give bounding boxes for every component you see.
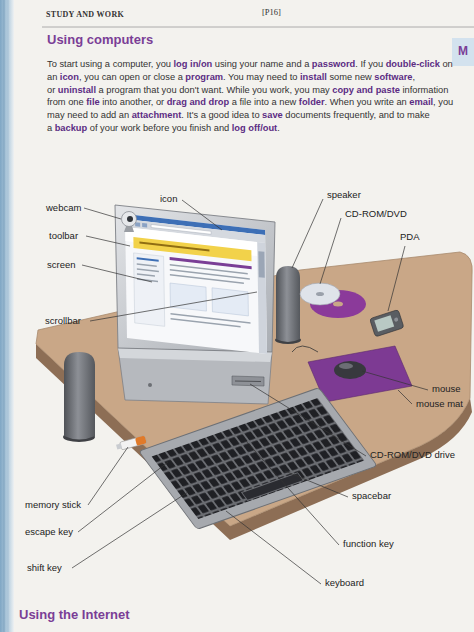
running-header: STUDY AND WORK — [46, 10, 124, 19]
body-text: a file into a new — [232, 97, 297, 107]
part-label: keyboard — [325, 578, 364, 589]
key-term: log in/on — [174, 59, 213, 69]
next-section-heading: Using the Internet — [19, 608, 130, 623]
screen-web-page — [125, 214, 267, 354]
monitor — [115, 205, 275, 354]
body-text: a program that you don't want. While you… — [99, 85, 330, 95]
part-label: function key — [343, 539, 394, 550]
key-term: software — [374, 72, 412, 82]
part-label: scrollbar — [45, 316, 81, 327]
key-term: double-click — [386, 59, 440, 69]
part-label: icon — [160, 194, 177, 205]
keyboard — [139, 388, 377, 530]
section-title: Using computers — [47, 33, 153, 48]
page-edge — [0, 0, 14, 632]
part-label: mouse — [432, 384, 461, 395]
part-label: CD-ROM/DVD — [345, 209, 407, 220]
left-speaker — [63, 352, 95, 442]
key-term: icon — [60, 72, 79, 82]
part-label: PDA — [400, 232, 420, 243]
body-paragraph: To start using a computer, youlog in/onu… — [47, 58, 463, 135]
part-label: toolbar — [49, 231, 78, 242]
key-term: file — [86, 97, 99, 107]
key-term: save — [262, 110, 283, 120]
key-term: install — [300, 72, 327, 82]
key-term: attachment — [132, 110, 182, 120]
body-text: some new — [329, 72, 371, 82]
part-label: screen — [47, 260, 76, 271]
mouse — [292, 346, 366, 379]
part-label: escape key — [25, 527, 73, 538]
body-text: of your work before you finish and — [90, 123, 230, 133]
webcam — [122, 212, 137, 233]
body-text: . It's a good idea to — [181, 110, 259, 120]
body-text: . When you write an — [325, 97, 407, 107]
pda — [370, 310, 404, 337]
memory-stick — [116, 436, 147, 451]
key-term: program — [185, 72, 223, 82]
tab-letter: M — [458, 45, 468, 59]
leader-lines — [72, 199, 428, 584]
part-label: speaker — [327, 190, 361, 201]
part-label: spacebar — [352, 491, 391, 502]
key-term: drag and drop — [167, 97, 230, 107]
key-term: log off/out — [232, 123, 277, 133]
part-label: webcam — [46, 203, 81, 214]
part-label: memory stick — [25, 500, 81, 511]
body-text: using your name and a — [215, 59, 310, 69]
right-speaker — [275, 266, 301, 344]
key-term: folder — [299, 97, 325, 107]
body-text: . — [277, 123, 280, 133]
part-label: CD-ROM/DVD drive — [370, 450, 455, 461]
key-term: copy and paste — [332, 85, 400, 95]
discs — [300, 283, 366, 318]
key-term: uninstall — [58, 85, 96, 95]
body-text: To start using a computer, you — [47, 59, 171, 69]
key-term: password — [312, 59, 355, 69]
body-text: . You may need to — [223, 72, 297, 82]
body-text: . If you — [355, 59, 383, 69]
part-label: shift key — [27, 563, 62, 574]
part-label: mouse mat — [416, 399, 463, 410]
key-term: backup — [55, 123, 88, 133]
page-reference: [P16] — [262, 8, 281, 18]
body-text: into another, or — [102, 97, 164, 107]
body-text: , you can open or close a — [79, 72, 183, 82]
computer-tower — [118, 348, 272, 404]
key-term: email — [409, 97, 433, 107]
